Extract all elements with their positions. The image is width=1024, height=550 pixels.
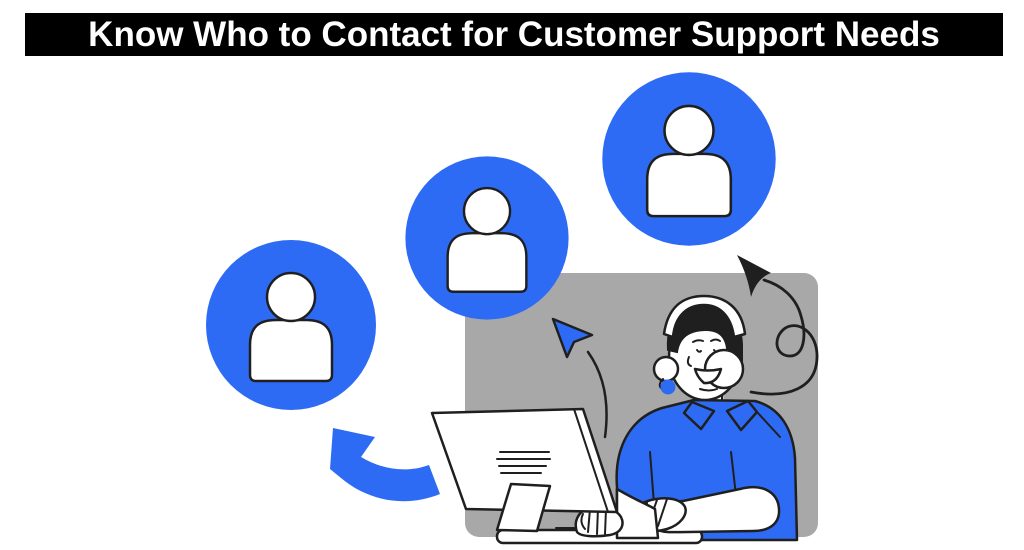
eyebrows xyxy=(692,338,721,343)
contact-avatar-3 xyxy=(601,71,777,247)
headset-earcup-left xyxy=(652,355,680,383)
monitor-icon xyxy=(430,407,619,533)
smiling-mouth xyxy=(693,367,723,385)
monitor-back xyxy=(430,407,619,514)
monitor-stand xyxy=(495,482,552,533)
headset-icon xyxy=(662,294,747,339)
microphone-icon xyxy=(660,379,676,395)
monitor-label-lines xyxy=(496,451,551,474)
nose xyxy=(686,356,692,367)
curved-arrow-icon xyxy=(330,428,440,502)
support-agent xyxy=(615,294,799,542)
squiggle-arrow-icon xyxy=(737,255,819,396)
contact-avatar-2 xyxy=(404,155,570,321)
collar-left xyxy=(682,400,716,431)
cursor-pointer xyxy=(551,317,594,359)
squiggle-arrowhead xyxy=(737,255,771,297)
page-title: Know Who to Contact for Customer Support… xyxy=(88,15,940,54)
squiggle-line xyxy=(749,278,819,396)
agent-arms xyxy=(574,485,781,540)
cursor-arc xyxy=(586,350,608,439)
eyes xyxy=(696,349,719,353)
cursor-pointer-icon xyxy=(551,317,608,439)
contact-avatar-1 xyxy=(204,238,378,412)
collar-right xyxy=(725,399,759,432)
left-forearm xyxy=(615,487,660,540)
title-banner: Know Who to Contact for Customer Support… xyxy=(25,13,1003,56)
